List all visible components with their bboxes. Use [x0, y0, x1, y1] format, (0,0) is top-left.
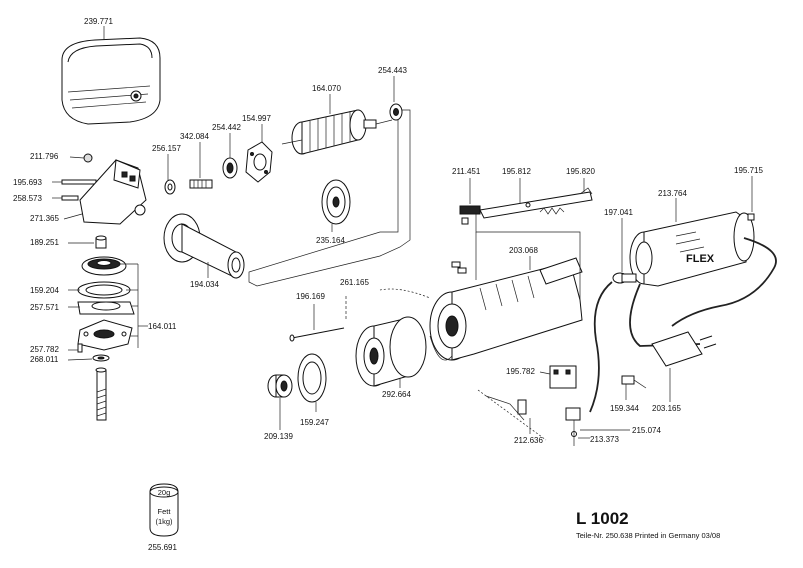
label-292664: 292.664 [382, 390, 411, 399]
grease-quantity: (1kg) [155, 517, 173, 526]
small-spring-left [451, 261, 467, 274]
label-211796: 211.796 [30, 152, 59, 161]
grommet-197041 [612, 272, 637, 284]
side-handle [163, 213, 245, 279]
label-159204: 159.204 [30, 286, 59, 295]
flange-164011 [77, 319, 133, 351]
label-235164: 235.164 [316, 236, 345, 245]
bearing-254442 [222, 157, 238, 179]
label-195693: 195.693 [13, 178, 42, 187]
cable-212636 [477, 389, 547, 441]
grease-label: Fett [158, 507, 172, 516]
cover-tube-213764: FLEX [629, 211, 755, 287]
label-195782: 195.782 [506, 367, 535, 376]
label-215074: 215.074 [632, 426, 661, 435]
mains-cable-right [671, 237, 777, 327]
sleeve-209139 [267, 374, 293, 398]
label-256157: 256.157 [152, 144, 181, 153]
label-255691: 255.691 [148, 543, 177, 552]
label-342084: 342.084 [180, 132, 209, 141]
fan-235164 [321, 179, 351, 225]
bearing-254443 [389, 103, 403, 121]
label-189251: 189.251 [30, 238, 59, 247]
ring-159204 [77, 281, 131, 299]
washer-256157 [164, 179, 176, 195]
armature-164070 [281, 109, 393, 155]
clamp-159344 [621, 375, 647, 389]
gasket-159247 [297, 353, 327, 403]
screw-257782 [77, 343, 83, 353]
mains-cable [629, 283, 701, 347]
switch-195782 [549, 365, 577, 389]
label-164011: 164.011 [148, 322, 177, 331]
spindle [95, 367, 107, 421]
label-195715: 195.715 [734, 166, 763, 175]
label-239771: 239.771 [84, 17, 113, 26]
grease-weight: 20g [158, 488, 171, 497]
label-211451: 211.451 [452, 167, 481, 176]
spring-195820 [539, 207, 565, 215]
housing-group-line [475, 210, 581, 300]
stator-292664 [355, 316, 427, 387]
label-164070: 164.070 [312, 84, 341, 93]
label-257782: 257.782 [30, 345, 59, 354]
label-154997: 154.997 [242, 114, 271, 123]
label-203068: 203.068 [509, 246, 538, 255]
subtitle: Teile-Nr. 250.638 Printed in Germany 03/… [576, 531, 720, 540]
grease-can: 20g Fett (1kg) [149, 483, 179, 537]
plug-203165 [651, 331, 717, 367]
label-195812: 195.812 [502, 167, 531, 176]
mains-cable-left [589, 281, 613, 413]
label-213373: 213.373 [590, 435, 619, 444]
screw-258573 [52, 195, 79, 201]
label-196169: 196.169 [296, 292, 325, 301]
label-271365: 271.365 [30, 214, 59, 223]
motor-housing-203068 [429, 257, 583, 361]
gear-housing-cover [61, 37, 161, 125]
screw-196169 [289, 327, 345, 342]
label-257571: 257.571 [30, 303, 59, 312]
label-212636: 212.636 [514, 436, 543, 445]
screw-195693 [52, 179, 97, 185]
screw-195715 [747, 213, 755, 221]
label-209139: 209.139 [264, 432, 293, 441]
gear-head [79, 159, 147, 225]
label-261165: 261.165 [340, 278, 369, 287]
model-title: L 1002 [576, 509, 629, 528]
brand-logo: FLEX [686, 253, 715, 265]
label-203165: 203.165 [652, 404, 681, 413]
sleeve-189251 [95, 235, 107, 249]
label-197041: 197.041 [604, 208, 633, 217]
brush-clip-211451 [459, 205, 481, 225]
brush-holder-195812 [479, 187, 593, 219]
label-254442: 254.442 [212, 123, 241, 132]
screw-211796 [69, 153, 93, 163]
armature-box-outline [248, 109, 411, 287]
bevel-gear [81, 256, 127, 276]
label-213764: 213.764 [658, 189, 687, 198]
label-159344: 159.344 [610, 404, 639, 413]
label-194034: 194.034 [190, 280, 219, 289]
label-195820: 195.820 [566, 167, 595, 176]
washer-268011 [92, 354, 110, 362]
label-258573: 258.573 [13, 194, 42, 203]
bearing-plate-257571 [77, 301, 135, 315]
label-159247: 159.247 [300, 418, 329, 427]
wire-stator [429, 335, 453, 361]
label-254443: 254.443 [378, 66, 407, 75]
terminal-215074 [565, 407, 581, 446]
pinion-342084 [189, 179, 213, 189]
plate-154997 [245, 141, 273, 183]
connector-dashed [379, 288, 431, 299]
label-268011: 268.011 [30, 355, 59, 364]
